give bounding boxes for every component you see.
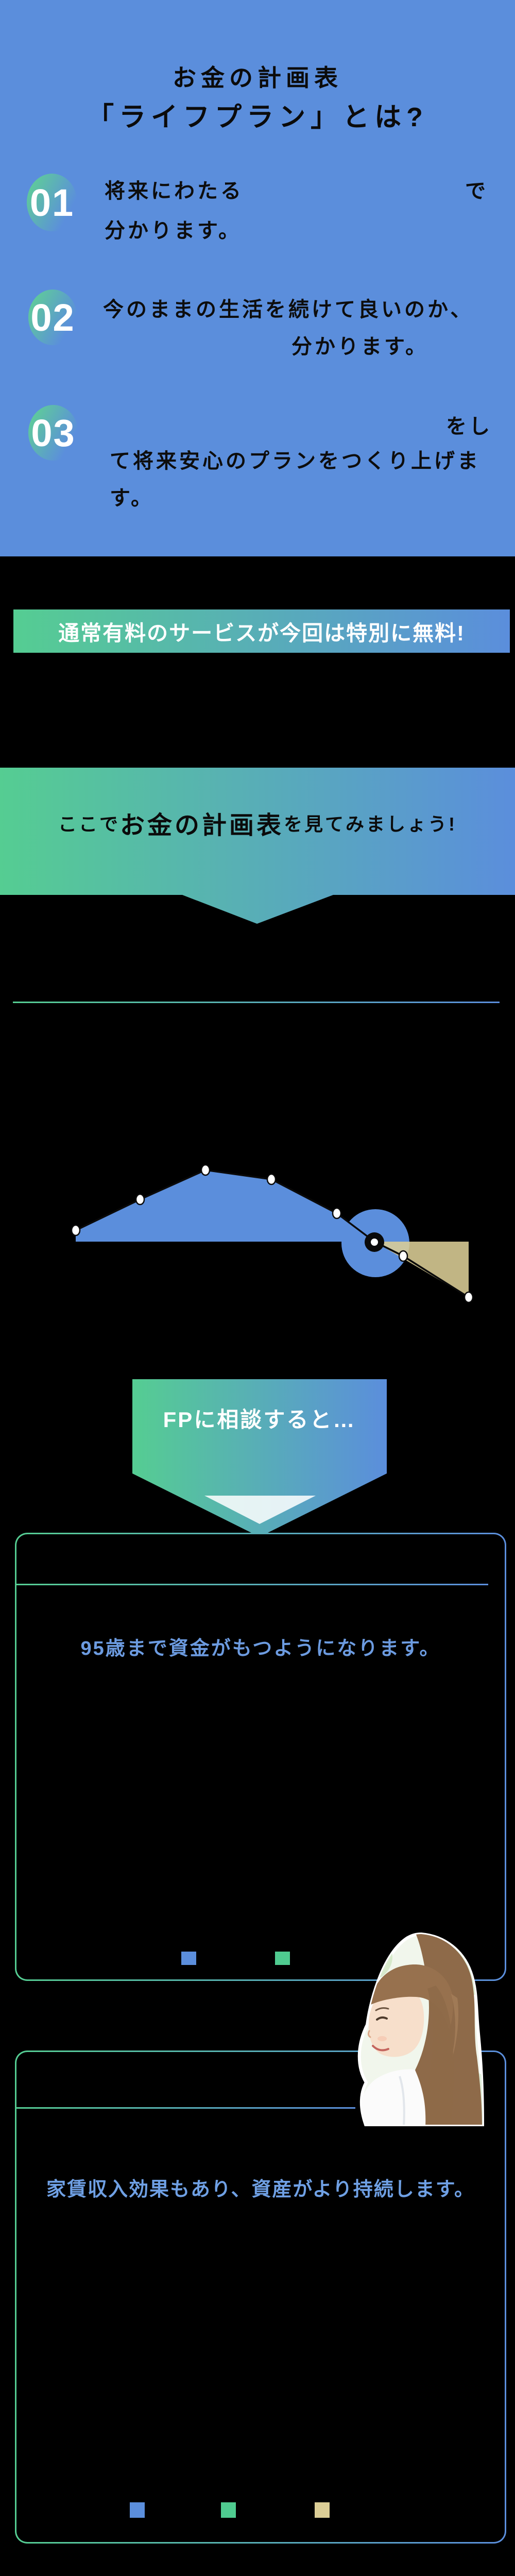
- speech-text-small-2: を見てみましょう!: [284, 814, 457, 835]
- card-consult-result: [15, 1533, 506, 1981]
- hero-item-3-line1: をし: [446, 415, 492, 438]
- hero-item-1-number-badge: 01: [27, 174, 77, 231]
- hero-item-1-line1: 将来にわたる: [105, 180, 244, 202]
- hero-item-2-number: 02: [30, 296, 75, 339]
- hero-item-2-line1: 今のままの生活を続けて良いのか、: [103, 298, 474, 321]
- hero-item-1-number: 01: [29, 181, 75, 224]
- hero-item-3-line2: て将来安心のプランをつくり上げま: [110, 450, 480, 472]
- card-rental-result: [15, 2050, 506, 2544]
- card-consult-message: 95歳まで資金がもつようになります。: [80, 1638, 441, 1659]
- hero-item-3-line3: す。: [110, 487, 154, 510]
- hero-item-2-number-badge: 02: [28, 290, 77, 345]
- fp-banner-text: FPに相談すると…: [163, 1408, 356, 1432]
- legend-swatch-blue: [181, 1952, 196, 1965]
- hero-item-1-line2: 分かります。: [105, 219, 242, 242]
- page-title-line1: お金の計画表: [173, 64, 342, 91]
- speech-text-small-1: ここで: [58, 814, 120, 835]
- speech-banner-shape: [0, 768, 515, 924]
- speech-text-large: お金の計画表: [120, 812, 284, 839]
- legend-swatch-blue-2: [130, 2502, 145, 2518]
- woman-photo: [357, 1932, 485, 2126]
- hero-section: お金の計画表 「ライフプラン」とは? 01 将来にわたる で 分かります。 02…: [0, 0, 515, 556]
- page-title-line2: 「ライフプラン」とは?: [87, 102, 428, 132]
- hero-item-1-line1-suffix: で: [465, 180, 488, 202]
- hero-item-3-number-badge: 03: [28, 405, 78, 461]
- hero-item-3-number: 03: [31, 411, 76, 454]
- free-offer-banner: 通常有料のサービスが今回は特別に無料!: [13, 609, 510, 653]
- fp-banner-pentagon: [132, 1379, 387, 1537]
- card-rental-message: 家賃収入効果もあり、資産がより持続します。: [46, 2179, 475, 2200]
- free-offer-banner-text: 通常有料のサービスが今回は特別に無料!: [58, 621, 465, 645]
- card-consult-divider-line: [16, 1584, 488, 1585]
- fp-banner-shape: [132, 1379, 387, 1537]
- hero-item-2-line2: 分かります。: [291, 335, 428, 358]
- legend-swatch-green: [275, 1952, 290, 1965]
- chevron-down-icon: [204, 1496, 316, 1524]
- speech-banner-text: ここでお金の計画表を見てみましょう!: [0, 805, 515, 841]
- section-1-divider-line: [13, 1002, 500, 1003]
- legend-swatch-tan: [315, 2502, 330, 2518]
- legend-swatch-green-2: [221, 2502, 236, 2518]
- card-rental-divider-line: [16, 2107, 355, 2109]
- speech-banner-bubble: [0, 768, 515, 924]
